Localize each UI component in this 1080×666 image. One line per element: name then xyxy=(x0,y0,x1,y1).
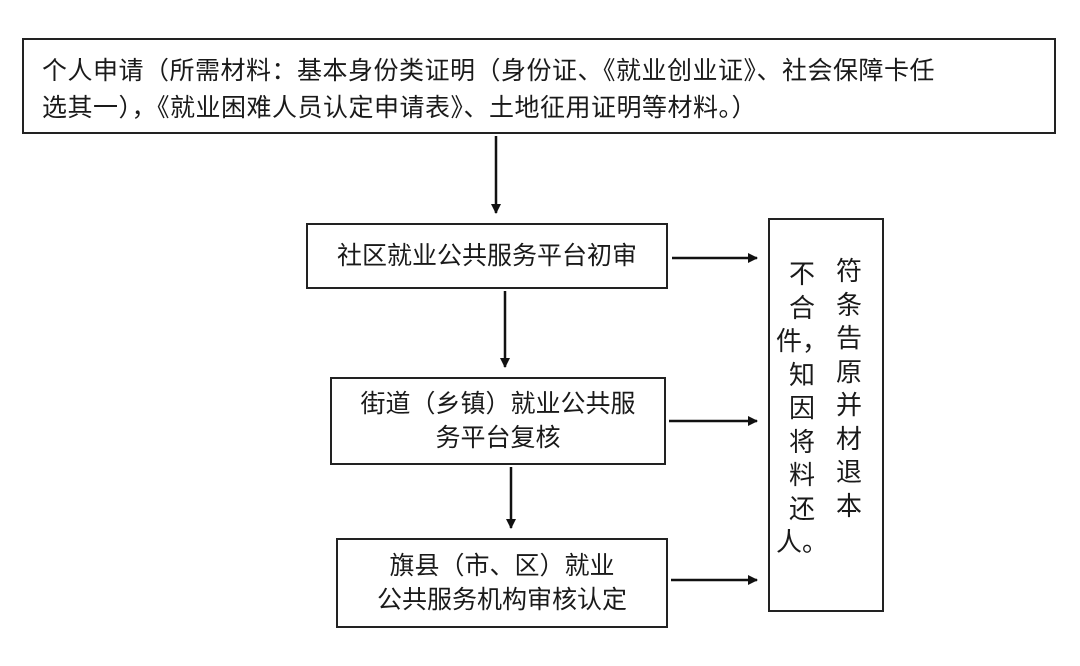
rejection-column-right: 符 条 告 原 并 材 退 本 xyxy=(831,256,867,524)
step1-label: 社区就业公共服务平台初审 xyxy=(336,241,637,270)
rejection-char: 不 xyxy=(788,260,815,290)
application-text-line1: 个人申请（所需材料：基本身份类证明（身份证、《就业创业证》、社会保障卡任 xyxy=(42,56,936,85)
rejection-char: 件， xyxy=(776,327,829,357)
rejection-char: 本 xyxy=(835,491,862,522)
step3-label-line1: 旗县（市、区）就业 xyxy=(389,551,615,580)
rejection-char: 因 xyxy=(788,394,815,424)
application-box: 个人申请（所需材料：基本身份类证明（身份证、《就业创业证》、社会保障卡任 选其一… xyxy=(22,38,1056,134)
step3-label-line2: 公共服务机构审核认定 xyxy=(376,585,627,614)
rejection-char: 条 xyxy=(835,290,862,321)
rejection-char: 材 xyxy=(835,424,862,455)
rejection-char: 人。 xyxy=(776,528,829,558)
rejection-char: 符 xyxy=(835,257,862,287)
street-review-box: 街道（乡镇）就业公共服 务平台复核 xyxy=(330,377,666,465)
rejection-char: 合 xyxy=(788,293,815,324)
rejection-char: 退 xyxy=(835,458,862,488)
community-initial-review-box: 社区就业公共服务平台初审 xyxy=(306,223,668,289)
rejection-char: 并 xyxy=(835,391,862,421)
rejection-char: 知 xyxy=(788,360,815,391)
rejection-char: 原 xyxy=(835,357,862,388)
county-approval-box: 旗县（市、区）就业 公共服务机构审核认定 xyxy=(336,538,668,628)
rejection-char: 告 xyxy=(835,324,862,354)
rejection-char: 料 xyxy=(788,461,815,491)
rejection-char: 将 xyxy=(788,427,815,458)
step2-label-line2: 务平台复核 xyxy=(435,423,561,452)
application-text-line2: 选其一），《就业困难人员认定申请表》、土地征用证明等材料。） xyxy=(42,93,758,122)
step2-label-line1: 街道（乡镇）就业公共服 xyxy=(360,389,636,418)
rejection-notice-box: 符 条 告 原 并 材 退 本 不 合 件， 知 因 将 料 还 人。 xyxy=(768,218,884,612)
rejection-char: 还 xyxy=(788,494,815,525)
rejection-column-left: 不 合 件， 知 因 将 料 还 人。 xyxy=(776,259,828,561)
